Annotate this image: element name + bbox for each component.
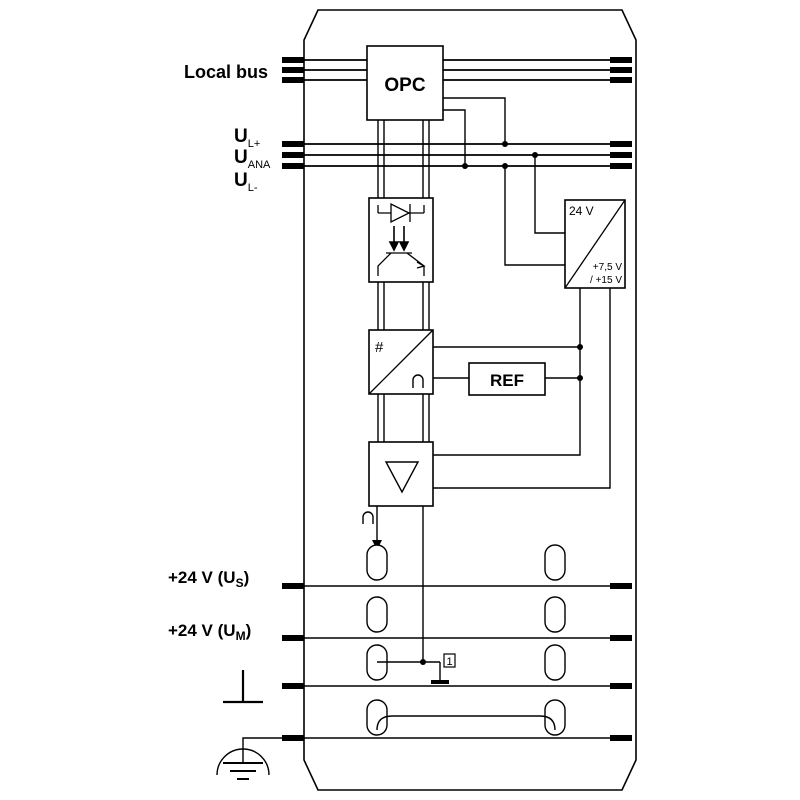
uana-label: UANA (234, 147, 271, 171)
adc-digital-symbol: # (375, 339, 384, 356)
module-housing (303, 9, 637, 791)
amplifier-output-wires (376, 506, 424, 662)
phototransistor-icon (377, 252, 426, 276)
adc-analog-symbol (412, 374, 424, 388)
terminal-contacts (366, 544, 566, 736)
ground-icon (223, 670, 263, 704)
local-bus-label: Local bus (184, 62, 268, 82)
opc-block (366, 45, 444, 121)
power-converter-diagonal (564, 199, 626, 289)
supply-bus-connectors (282, 141, 632, 169)
signal-ground-bar (431, 680, 449, 684)
local-bus-lines (286, 59, 610, 81)
amplifier-triangle-icon (384, 461, 420, 494)
current-output-symbol (362, 511, 374, 524)
signal-ground-wiring (377, 661, 441, 680)
ul-plus-label: UL+ (234, 126, 260, 150)
ref-block (468, 362, 546, 396)
terminal-bus-lines (286, 585, 610, 739)
adc-diagonal (368, 329, 434, 395)
power-input-label: 24 V (569, 204, 594, 218)
local-bus-connectors (282, 57, 632, 83)
shield-marker-label: 1 (446, 656, 452, 668)
supply-bus-lines (286, 143, 610, 167)
light-arrows-icon (388, 226, 410, 252)
protective-earth-icon (216, 737, 282, 780)
power-output-label-1: +7,5 V (593, 262, 623, 273)
opc-supply-wires (443, 97, 567, 266)
ul-minus-label: UL- (234, 170, 258, 194)
um-supply-label: +24 V (UM) (168, 621, 251, 643)
shield-connection-wire (376, 715, 556, 731)
opc-to-optocoupler-wires (377, 120, 430, 198)
adc-to-amplifier-wires (377, 394, 430, 442)
us-supply-label: +24 V (US) (168, 568, 249, 590)
opc-label: OPC (384, 75, 425, 96)
power-output-label-2: / +15 V (590, 275, 622, 286)
diode-icon (377, 202, 425, 224)
reference-supply-wires (433, 288, 611, 489)
optocoupler-to-adc-wires (377, 282, 430, 330)
terminal-connectors (282, 583, 632, 741)
ref-label: REF (490, 371, 524, 390)
shield-marker-box (443, 653, 456, 668)
